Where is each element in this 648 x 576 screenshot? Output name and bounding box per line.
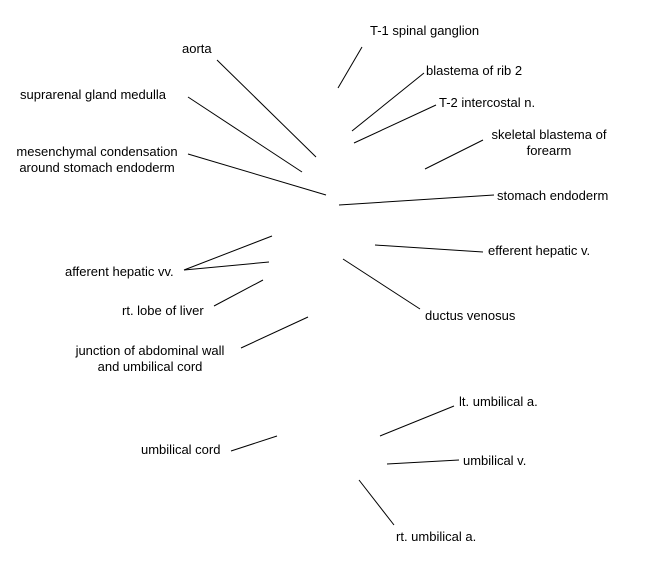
label-mesenchymal-condensation-line-1: mesenchymal condensation (16, 144, 178, 159)
leader-line-suprarenal-gland-medulla (187, 96, 303, 173)
label-skeletal-blastema-forearm-line-2: forearm (526, 143, 572, 158)
leader-line-umbilical-v (386, 459, 460, 465)
label-suprarenal-gland-medulla: suprarenal gland medulla (20, 87, 166, 102)
label-skeletal-blastema-forearm: skeletal blastema of forearm (484, 127, 614, 159)
label-lt-umbilical-a: lt. umbilical a. (459, 394, 538, 409)
label-mesenchymal-condensation-line-2: around stomach endoderm (19, 160, 175, 175)
leader-line-t1-spinal-ganglion (337, 46, 363, 89)
leader-line-lt-umbilical-a (379, 405, 455, 437)
leader-line-afferent-hepatic-vv-upper (183, 235, 273, 271)
label-junction-abdominal-wall: junction of abdominal wall and umbilical… (60, 343, 240, 375)
label-efferent-hepatic-v: efferent hepatic v. (488, 243, 591, 258)
label-ductus-venosus: ductus venosus (425, 308, 516, 323)
leader-line-aorta (216, 59, 317, 158)
label-junction-abdominal-wall-line-2: and umbilical cord (97, 359, 203, 374)
leader-line-afferent-hepatic-vv-lower (183, 261, 270, 271)
label-rt-lobe-of-liver: rt. lobe of liver (122, 303, 204, 318)
leader-line-rt-lobe-of-liver (213, 279, 264, 307)
label-mesenchymal-condensation: mesenchymal condensation around stomach … (9, 144, 185, 176)
label-afferent-hepatic-vv: afferent hepatic vv. (65, 264, 174, 279)
label-skeletal-blastema-forearm-line-1: skeletal blastema of (491, 127, 607, 142)
label-t1-spinal-ganglion: T-1 spinal ganglion (370, 23, 480, 38)
label-umbilical-cord: umbilical cord (141, 442, 221, 457)
label-aorta: aorta (182, 41, 212, 56)
label-blastema-rib-2: blastema of rib 2 (426, 63, 523, 78)
label-rt-umbilical-a: rt. umbilical a. (396, 529, 477, 544)
leader-line-junction-abdominal-wall (240, 316, 309, 349)
label-junction-abdominal-wall-line-1: junction of abdominal wall (75, 343, 225, 358)
leader-line-skeletal-blastema-forearm (424, 139, 484, 170)
leader-line-umbilical-cord (230, 435, 278, 452)
label-umbilical-v: umbilical v. (463, 453, 527, 468)
label-stomach-endoderm: stomach endoderm (497, 188, 609, 203)
label-t2-intercostal-n: T-2 intercostal n. (439, 95, 536, 110)
leader-line-t2-intercostal-n (353, 104, 437, 144)
leader-line-efferent-hepatic-v (374, 244, 484, 253)
leader-line-ductus-venosus (342, 258, 421, 310)
leader-line-blastema-rib-2 (351, 72, 425, 132)
leader-line-mesenchymal-condensation (187, 153, 327, 196)
leader-line-rt-umbilical-a (358, 479, 395, 526)
leader-line-stomach-endoderm (338, 194, 495, 206)
